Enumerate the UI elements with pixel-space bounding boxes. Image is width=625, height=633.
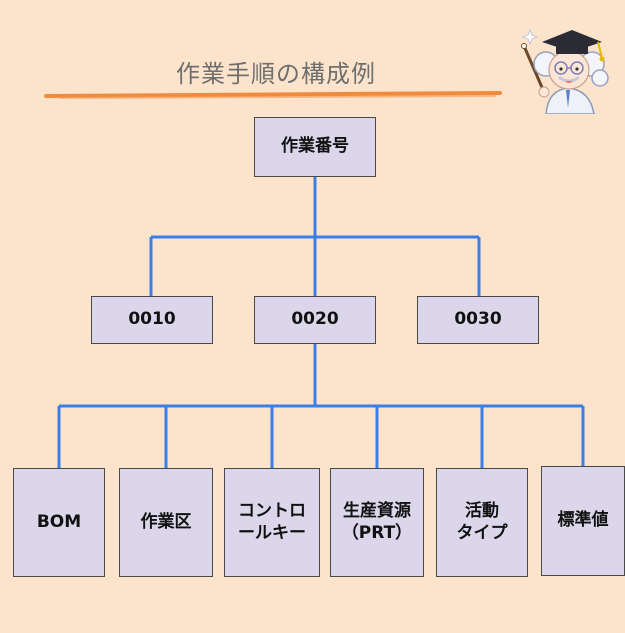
node-standard-value: 標準値	[541, 466, 625, 576]
professor-mascot-icon	[521, 28, 609, 114]
node-0020-label: 0020	[291, 309, 339, 330]
node-work-center-label: 作業区	[140, 511, 192, 532]
node-bom-label: BOM	[36, 511, 82, 532]
node-root-label: 作業番号	[281, 136, 349, 157]
node-bom: BOM	[13, 468, 105, 577]
node-root: 作業番号	[254, 117, 376, 177]
node-standard-value-label: 標準値	[557, 510, 609, 531]
node-prt-label: 生産資源 （PRT）	[341, 501, 413, 543]
node-control-key-label: コントロ ールキー	[238, 501, 306, 543]
node-control-key: コントロ ールキー	[224, 468, 320, 577]
node-0010-label: 0010	[128, 309, 176, 330]
node-prt: 生産資源 （PRT）	[330, 468, 424, 577]
node-0010: 0010	[91, 296, 213, 344]
node-0030: 0030	[417, 296, 539, 344]
node-0030-label: 0030	[454, 309, 502, 330]
node-work-center: 作業区	[119, 468, 213, 577]
node-activity-type-label: 活動 タイプ	[456, 501, 508, 543]
node-activity-type: 活動 タイプ	[436, 468, 528, 577]
node-0020: 0020	[254, 296, 376, 344]
diagram-title: 作業手順の構成例	[176, 60, 376, 88]
